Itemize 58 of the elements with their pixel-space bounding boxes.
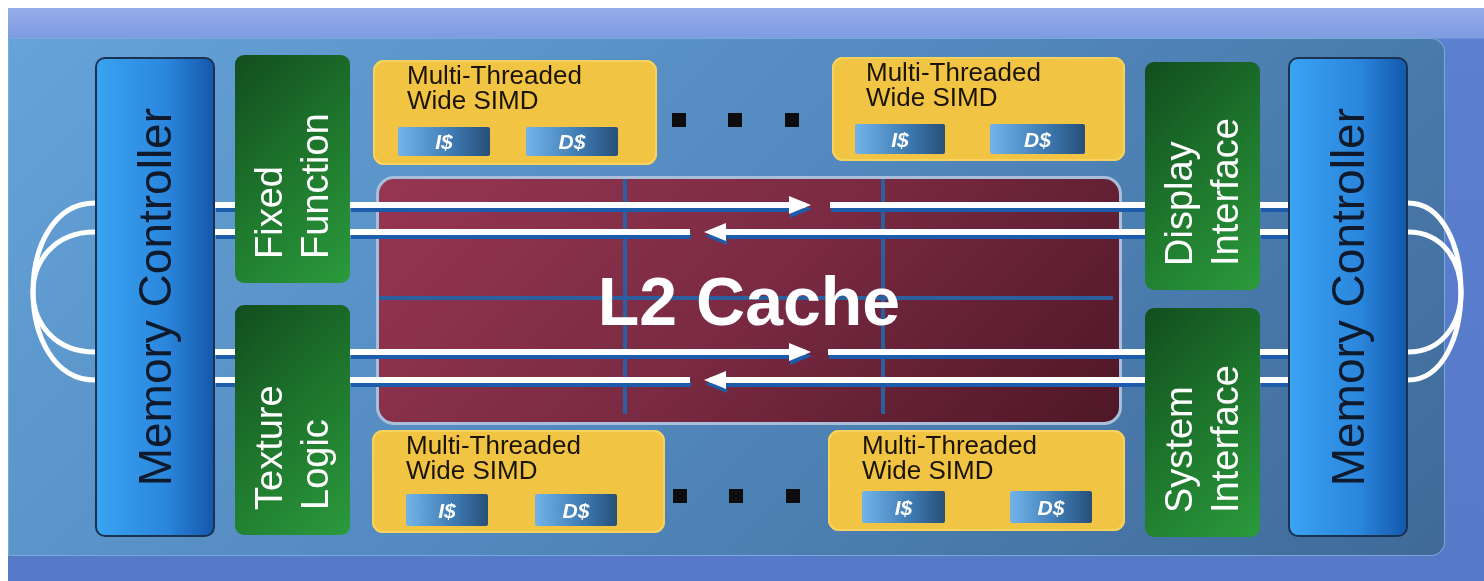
connector-line xyxy=(215,349,235,355)
connector-line xyxy=(350,229,690,235)
core-title: Multi-Threaded Wide SIMD xyxy=(866,60,1042,110)
connector-line xyxy=(828,349,1145,355)
block-label: System Interface xyxy=(1156,363,1247,513)
block-label: Display Interface xyxy=(1156,117,1247,266)
unit-block xyxy=(235,55,350,283)
cache-chip xyxy=(535,494,617,526)
core-title: Multi-Threaded Wide SIMD xyxy=(862,433,1038,483)
block-label: Fixed Function xyxy=(246,112,337,259)
connector-line xyxy=(215,229,235,235)
arrow xyxy=(704,371,1145,389)
chip-label: D$ xyxy=(1024,128,1051,150)
cache-chip xyxy=(862,491,945,523)
cache-chip xyxy=(406,494,488,526)
cache-chip xyxy=(526,127,618,156)
core-block xyxy=(373,60,657,165)
arrow xyxy=(350,196,811,214)
block-label: Texture Logic xyxy=(246,384,337,510)
ring-loop xyxy=(30,200,96,383)
chip-label: I$ xyxy=(438,499,456,521)
cache-chip xyxy=(398,127,490,156)
connector-line xyxy=(350,377,690,383)
chip-label: I$ xyxy=(894,496,913,518)
core-block xyxy=(828,430,1125,531)
core-block xyxy=(372,430,665,533)
cache-chip xyxy=(855,124,945,154)
connector-line xyxy=(215,377,235,383)
cache-chip xyxy=(1010,491,1092,523)
block-label: Memory Controller xyxy=(1323,107,1373,487)
connector-line xyxy=(1260,377,1288,383)
ring-loop xyxy=(30,229,96,355)
connector-line xyxy=(215,202,235,208)
memory-controller-block xyxy=(95,57,215,537)
chip-label: D$ xyxy=(558,131,586,152)
memory-controller-block xyxy=(1288,57,1408,537)
core-title: Multi-Threaded Wide SIMD xyxy=(407,63,583,113)
cache-chip xyxy=(990,124,1085,154)
connector-line xyxy=(1260,349,1288,355)
chip-label: D$ xyxy=(1037,496,1065,518)
chip-label: I$ xyxy=(891,128,909,150)
ring-loop xyxy=(1407,200,1464,383)
connector-line xyxy=(830,202,1145,208)
unit-block xyxy=(235,305,350,535)
cache-block xyxy=(376,176,1122,425)
chip-label: I$ xyxy=(435,131,453,152)
core-title: Multi-Threaded Wide SIMD xyxy=(406,433,582,483)
ring-loop xyxy=(1407,229,1464,355)
connector-line xyxy=(1260,202,1288,208)
connector-line xyxy=(1260,229,1288,235)
arrow xyxy=(350,343,811,361)
unit-block xyxy=(1145,62,1260,290)
block-label: Memory Controller xyxy=(130,107,180,487)
chip-label: D$ xyxy=(562,499,590,521)
arrow xyxy=(704,223,1145,241)
unit-block xyxy=(1145,308,1260,537)
core-block xyxy=(832,57,1125,161)
cache-title: L2 Cache xyxy=(597,266,901,335)
